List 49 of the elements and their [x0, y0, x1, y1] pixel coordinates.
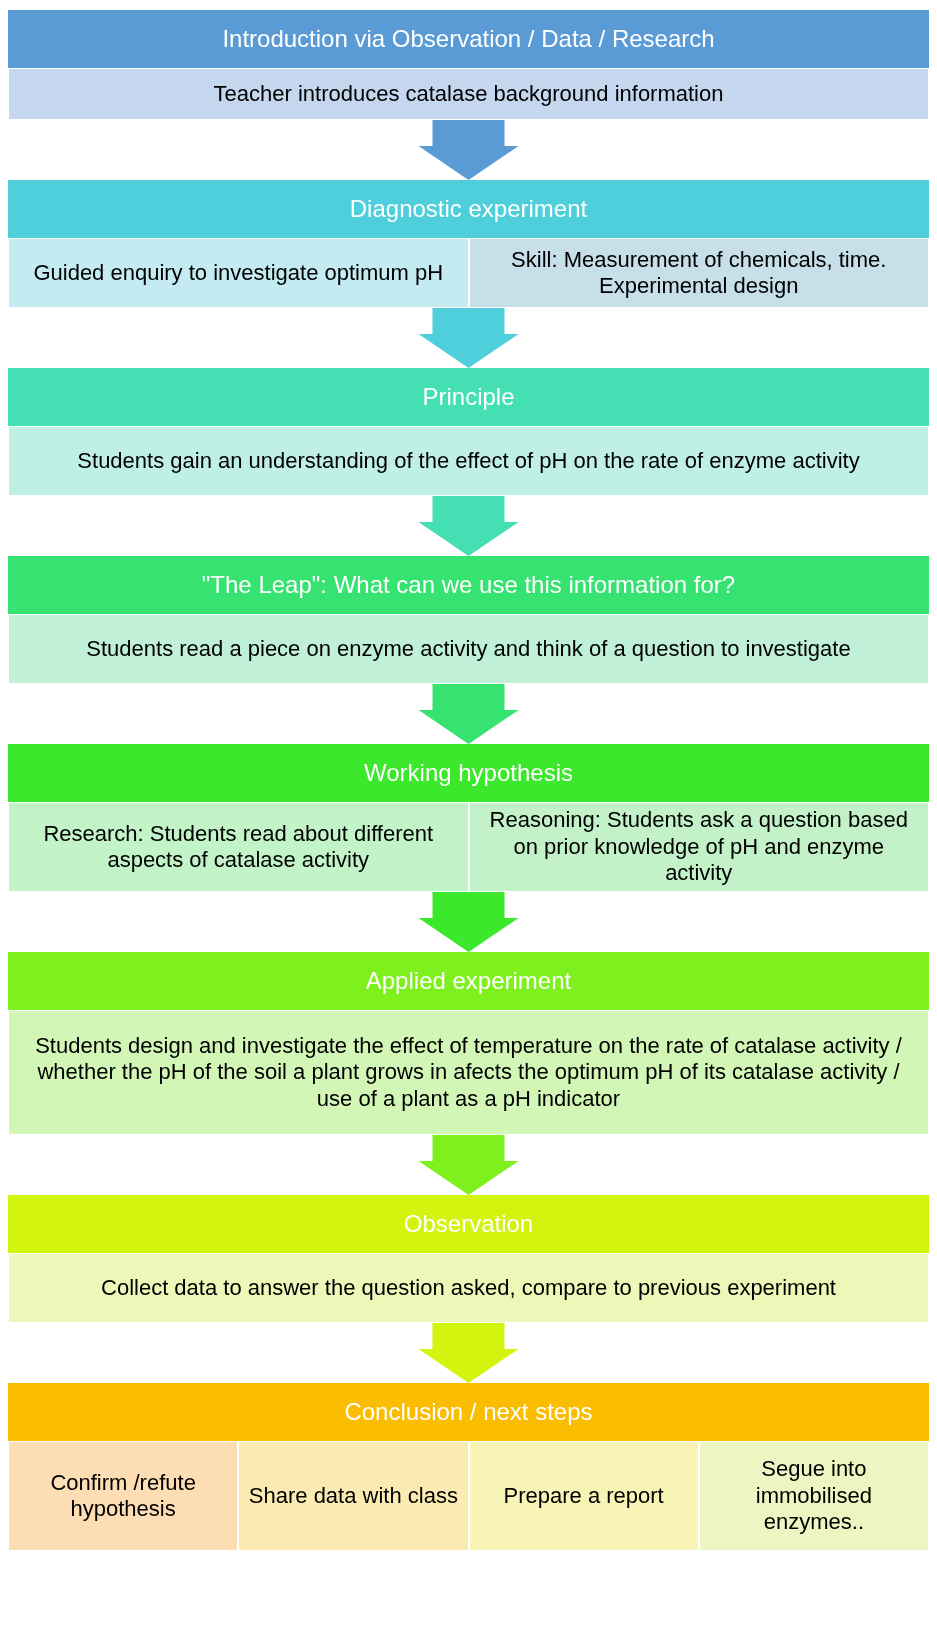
block-arrow: [418, 496, 519, 556]
step-detail-text: Collect data to answer the question asked, compare to previous experiment: [101, 1274, 836, 1302]
step-detail-box: [468, 802, 929, 892]
step-detail-box: [8, 1010, 929, 1135]
block-arrow: [418, 1135, 519, 1195]
step-detail-box: [468, 238, 929, 308]
step-detail-text: Skill: Measurement of chemicals, time. Experimental design: [510, 246, 888, 300]
step-detail-text: Segue into immobilised enzymes..: [754, 1456, 873, 1536]
step-detail-box: [8, 238, 469, 308]
step-detail-text: Teacher introduces catalase background information: [213, 80, 724, 108]
stage-panel: [8, 368, 929, 496]
block-arrow: [418, 684, 519, 744]
stage-panel: [8, 10, 929, 120]
stage-panel: [8, 1383, 929, 1551]
block-arrow: [418, 308, 519, 368]
stage-panel: [8, 952, 929, 1135]
stage-heading: Principle: [8, 368, 929, 426]
stage-heading: Diagnostic experiment: [8, 180, 929, 238]
step-detail-text: Prepare a report: [503, 1482, 664, 1510]
step-detail-box: [8, 68, 929, 120]
step-detail-text: Research: Students read about different aspects of catalase activity: [42, 820, 435, 874]
step-detail-text: Students design and investigate the effect of temperature on the rate of catalase activity / whether the pH of the soil a plant grows in afects the optimum pH of its catalase activity / use of a plant as a pH indicator: [34, 1032, 903, 1113]
step-detail-box: [8, 614, 929, 684]
stage-heading: Conclusion / next steps: [8, 1383, 929, 1441]
step-detail-text: Share data with class: [248, 1482, 458, 1510]
block-arrow: [418, 1323, 519, 1383]
step-detail-text: Reasoning: Students ask a question based on prior knowledge of pH and enzyme activity: [488, 807, 909, 887]
stage-panel: [8, 744, 929, 892]
step-detail-text: Guided enquiry to investigate optimum pH: [33, 259, 444, 287]
step-detail-box: [8, 1253, 929, 1323]
step-detail-text: Students read a piece on enzyme activity and think of a question to investigate: [86, 635, 851, 663]
step-detail-box: [238, 1441, 469, 1551]
block-arrow: [418, 892, 519, 952]
block-arrow: [418, 120, 519, 180]
step-detail-box: [8, 802, 469, 892]
stage-heading: Applied experiment: [8, 952, 929, 1010]
stage-panel: [8, 556, 929, 684]
step-detail-text: Confirm /refute hypothesis: [49, 1469, 197, 1523]
step-detail-box: [468, 1441, 699, 1551]
stage-heading: Working hypothesis: [8, 744, 929, 802]
stage-heading: Introduction via Observation / Data / Research: [8, 10, 929, 68]
stage-panel: [8, 180, 929, 308]
stage-panel: [8, 1195, 929, 1323]
stage-heading: Observation: [8, 1195, 929, 1253]
step-detail-box: [8, 1441, 239, 1551]
stage-heading: "The Leap": What can we use this information for?: [8, 556, 929, 614]
step-detail-text: Students gain an understanding of the effect of pH on the rate of enzyme activity: [77, 447, 860, 475]
step-detail-box: [698, 1441, 929, 1551]
step-detail-box: [8, 426, 929, 496]
